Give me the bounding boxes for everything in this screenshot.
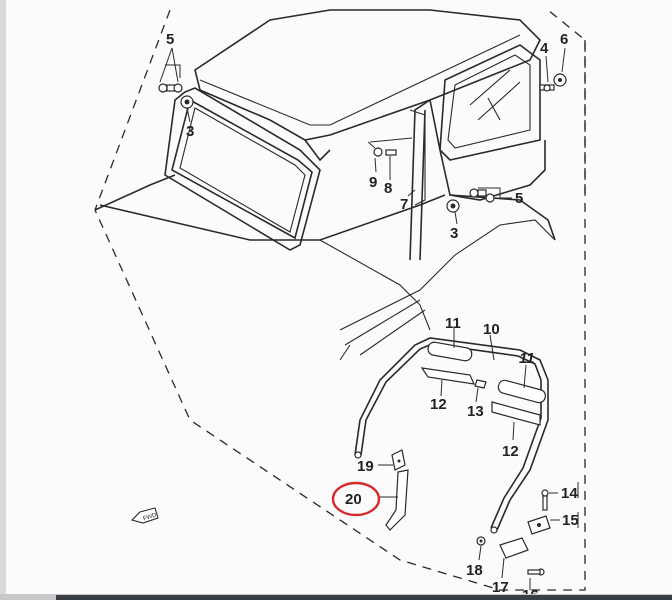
part-3-grommet-left — [180, 95, 194, 123]
highlight-circle-20 — [331, 481, 381, 517]
part-8-screw — [385, 149, 397, 180]
part-10-roll-bar — [354, 334, 549, 534]
callout-20: 20 — [345, 491, 362, 508]
body-outline-dashed — [94, 9, 586, 591]
part-12-trim-left — [420, 367, 475, 397]
callout-9: 9 — [369, 174, 377, 191]
bottom-scrollbar[interactable] — [56, 595, 672, 600]
part-3-grommet-lower — [446, 199, 460, 225]
hard-top-roof — [194, 9, 556, 241]
part-5-clip-top-left — [158, 47, 183, 93]
callout-7: 7 — [400, 196, 408, 213]
fwd-label: FWD — [142, 512, 157, 522]
callout-18: 18 — [466, 562, 483, 579]
part-6-washer — [553, 47, 567, 87]
part-15-clamp — [527, 515, 560, 535]
callout-19: 19 — [357, 458, 374, 475]
callout-13: 13 — [467, 403, 484, 420]
part-16-screw — [527, 568, 545, 590]
callout-14: 14 — [561, 485, 578, 502]
fwd-arrow-icon: FWD — [130, 507, 159, 524]
part-14-bolt — [541, 489, 558, 511]
part-13-label — [474, 379, 487, 403]
part-11-pad-right — [497, 364, 546, 404]
callout-17: 17 — [492, 579, 509, 596]
callout-12-right: 12 — [502, 443, 519, 460]
part-4-bolt — [539, 55, 555, 92]
callout-15: 15 — [562, 512, 579, 529]
front-window-frame — [164, 87, 321, 251]
body-side-panel — [94, 99, 556, 361]
part-5-clip-right — [469, 187, 512, 203]
part-9-grommet — [367, 141, 383, 173]
leader-9-8-bracket — [369, 137, 413, 143]
part-19-bracket — [378, 449, 406, 471]
part-17-mount — [499, 537, 529, 579]
callout-4: 4 — [540, 40, 549, 57]
callout-10: 10 — [483, 321, 500, 338]
part-18-nut — [476, 536, 486, 561]
part-20-stay — [378, 469, 409, 531]
callout-5-top: 5 — [166, 31, 174, 48]
callout-12-left: 12 — [430, 396, 447, 413]
callout-8: 8 — [384, 180, 392, 197]
callout-11-right: 11 — [519, 350, 535, 367]
callout-6: 6 — [560, 31, 568, 48]
part-12-trim-right — [491, 401, 541, 441]
callout-11-left: 11 — [445, 315, 461, 332]
part-7-pillar-trim — [407, 189, 416, 197]
callout-5-right: 5 — [515, 190, 523, 207]
callout-3-lower: 3 — [450, 225, 458, 242]
left-window-edge — [0, 0, 6, 600]
callout-3-left: 3 — [186, 123, 194, 140]
part-11-pad-left — [427, 328, 473, 362]
